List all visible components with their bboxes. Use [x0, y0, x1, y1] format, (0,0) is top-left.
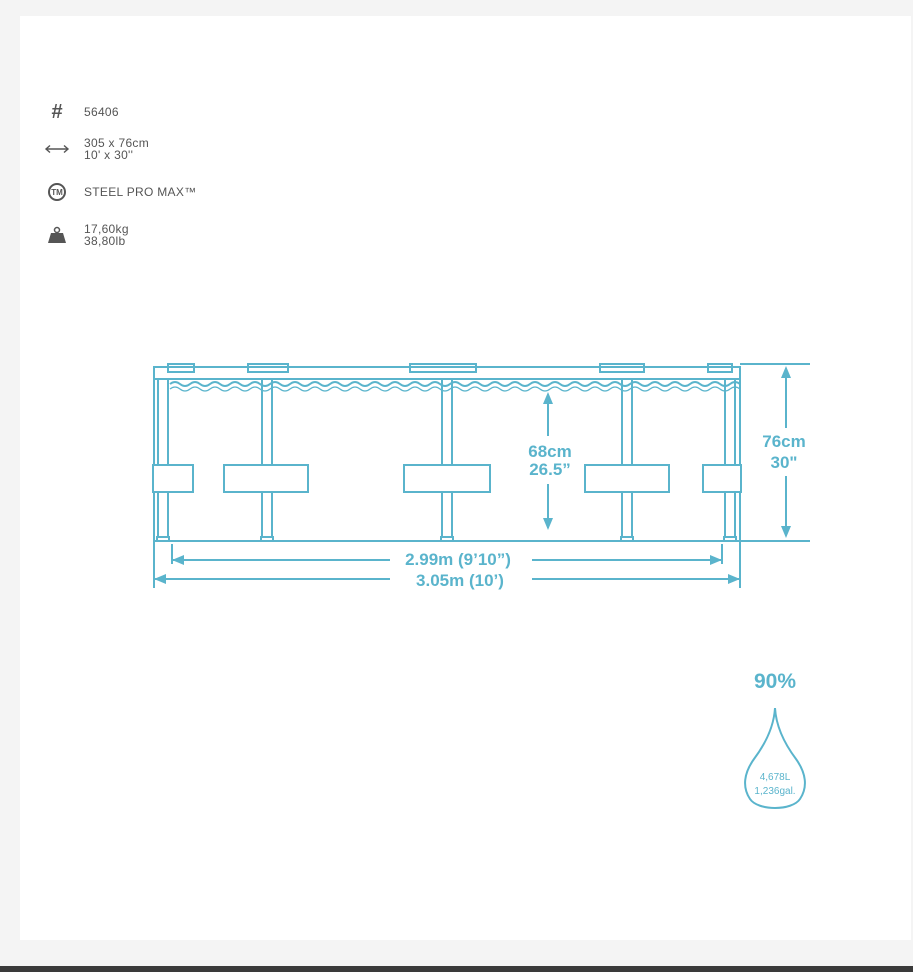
fill-percent: 90% — [754, 670, 796, 693]
spec-size: 305 x 76cm 10' x 30'' — [44, 137, 149, 161]
weight-icon — [44, 223, 70, 247]
total-height-in: 30" — [771, 453, 798, 472]
spec-model: # 56406 — [44, 100, 119, 124]
weight-lb: 38,80lb — [84, 234, 126, 248]
inner-height-cm: 68cm — [528, 442, 571, 461]
weight-kg: 17,60kg — [84, 222, 129, 236]
trademark-icon: TM — [44, 180, 70, 204]
size-metric: 305 x 76cm — [84, 136, 150, 150]
inner-width-label: 2.99m (9’10”) — [405, 550, 511, 569]
water-drop-icon — [744, 707, 806, 809]
capacity-indicator: 90% 4,678L 1,236gal. — [744, 670, 806, 809]
capacity-liters: 4,678L — [760, 772, 791, 783]
total-height-cm: 76cm — [762, 432, 805, 451]
spec-brand: TM STEEL PRO MAX™ — [44, 180, 196, 204]
model-number: 56406 — [84, 105, 119, 119]
hash-icon: # — [51, 100, 63, 123]
belt-left — [152, 464, 194, 493]
water-line — [169, 381, 741, 387]
inner-height-in: 26.5” — [529, 460, 571, 479]
belt-right — [702, 464, 742, 493]
brand-name: STEEL PRO MAX™ — [84, 185, 197, 199]
size-imperial: 10' x 30'' — [84, 148, 134, 162]
bottom-bar — [0, 966, 913, 972]
spec-weight: 17,60kg 38,80lb — [44, 223, 129, 247]
double-arrow-icon — [44, 137, 70, 161]
outer-width-label: 3.05m (10’) — [416, 571, 504, 590]
capacity-gallons: 1,236gal. — [754, 786, 795, 797]
